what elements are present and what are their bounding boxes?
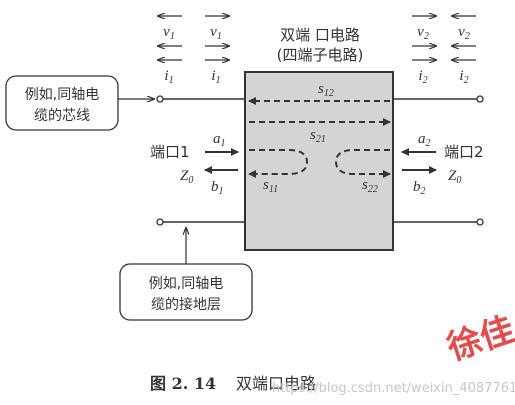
watermark-url: https://blog.csdn.net/weixin_40877615	[272, 381, 515, 396]
label-i1-a: i1	[164, 68, 173, 86]
port1-a-label: a1	[213, 131, 226, 149]
port2-z-label: Z0	[448, 168, 461, 186]
terminal-bottom-left	[156, 218, 164, 226]
label-i2-a: i2	[418, 68, 427, 86]
port2-b-label: b2	[413, 179, 426, 197]
callout-bottom-line1: 例如,同轴电	[149, 276, 223, 292]
port1-b-label: b1	[211, 179, 224, 197]
callout-top-line1: 例如,同轴电	[25, 87, 99, 103]
label-i1-b: i1	[211, 68, 220, 86]
red-seal-stamp: 徐佳	[441, 310, 515, 369]
figure-caption-number: 图 2. 14	[150, 374, 216, 393]
terminal-top-left	[156, 95, 164, 103]
s22-dashed-loop	[334, 149, 391, 178]
svg-text:徐佳: 徐佳	[441, 310, 515, 369]
label-i2-b: i2	[459, 68, 468, 86]
label-v2-a: v2	[417, 24, 429, 42]
two-port-box	[244, 71, 394, 251]
figure-caption-text: 双端口电路	[236, 374, 316, 393]
label-s12: s12	[318, 81, 334, 99]
label-s21: s21	[310, 127, 326, 145]
label-s11: s11	[263, 177, 278, 195]
port2-label: 端口2	[444, 143, 484, 161]
label-v1-a: v1	[163, 24, 175, 42]
label-v2-b: v2	[458, 24, 470, 42]
port1-z-label: Z0	[180, 168, 193, 186]
port2-a-label: a2	[418, 131, 431, 149]
s11-dashed-loop	[248, 149, 309, 178]
title-line1: 双端 口电路	[280, 26, 360, 44]
port1-label: 端口1	[150, 143, 190, 161]
callout-top-line2: 缆的芯线	[34, 108, 90, 124]
terminal-bottom-right	[476, 218, 484, 226]
terminal-top-right	[476, 95, 484, 103]
title-line2: (四端子电路)	[277, 46, 364, 64]
callout-top-box	[5, 75, 119, 131]
callout-bottom-line2: 缆的接地层	[151, 296, 221, 313]
label-v1-b: v1	[210, 24, 222, 42]
label-s22: s22	[362, 177, 378, 195]
